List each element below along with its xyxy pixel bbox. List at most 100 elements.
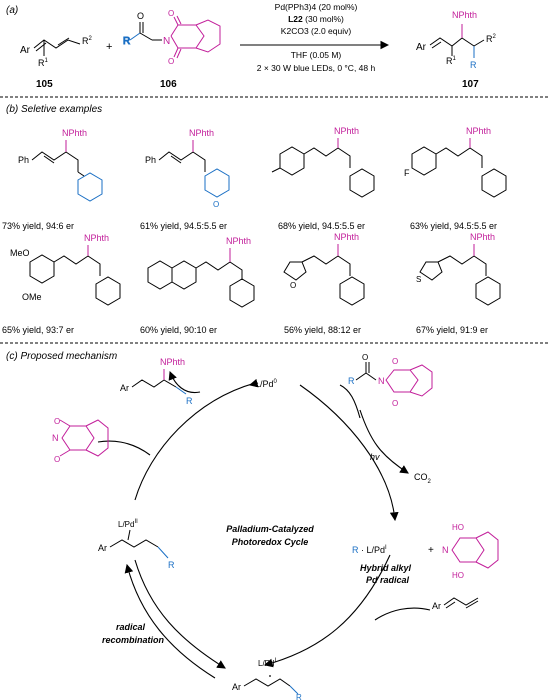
diene-reactant: Ar R1 R2 105 <box>20 36 93 90</box>
nhpi-byproduct: N HO HO <box>442 523 499 580</box>
r-label: R <box>186 396 193 406</box>
radical-rec-2: recombination <box>102 635 165 645</box>
substituent: Ph <box>145 155 156 165</box>
example-result: 60% yield, 90:10 er <box>140 325 217 335</box>
hv-co2-arrow <box>359 409 409 474</box>
ar-label: Ar <box>20 45 31 56</box>
phth-release-arrow <box>97 440 151 456</box>
o-label: O <box>137 11 144 21</box>
section-c: (c) Proposed mechanism Ar NPhth R L/Pd0 … <box>6 351 499 700</box>
incoming-diene: Ar <box>432 597 479 611</box>
cycle-nhpi-ester: R O N O O <box>348 353 433 408</box>
substituent: MeO <box>10 248 30 258</box>
phthalimide-anion: N O O <box>52 417 109 464</box>
hybrid-label-2: Pd radical <box>366 575 410 585</box>
example-7: O NPhth 56% yield, 88:12 er <box>283 232 365 335</box>
nphth-label: NPhth <box>160 357 185 367</box>
hybrid-label-1: Hybrid alkyl <box>360 563 412 573</box>
cond-base: K2CO3 (2.0 equiv) <box>281 26 352 36</box>
example-4: F NPhth 63% yield, 94.5:5.5 er <box>404 126 507 231</box>
pd0-species: L/Pd0 <box>255 379 278 389</box>
n-anion-label: N <box>52 433 59 443</box>
cycle-arrow-left-upper <box>134 382 256 501</box>
recombination-arrow-down <box>134 559 226 669</box>
recombination-arrow-up <box>124 563 216 679</box>
hv-label: hv <box>370 452 380 462</box>
nphth-label: NPhth <box>334 232 359 242</box>
example-result: 65% yield, 93:7 er <box>2 325 74 335</box>
radical-species: R · L/PdI <box>352 545 387 555</box>
cond-solvent: THF (0.05 M) <box>291 50 342 60</box>
r2-label: R2 <box>486 34 497 44</box>
section-b: (b) Seletive examples Ph NPhth 73% yield… <box>2 104 507 335</box>
nphth-label: NPhth <box>470 232 495 242</box>
compound-105-id: 105 <box>36 79 53 90</box>
r-label: R <box>296 693 302 700</box>
ar-label: Ar <box>120 383 129 393</box>
nphth-label: NPhth <box>452 10 477 20</box>
o-bottom: O <box>54 455 60 464</box>
r-label: R <box>123 36 130 47</box>
ho-top: HO <box>452 523 464 532</box>
center-title-1: Palladium-Catalyzed <box>226 524 314 534</box>
radical-rec-1: radical <box>116 622 146 632</box>
o-top: O <box>392 357 398 366</box>
pd2-species: L/PdII <box>118 519 138 529</box>
arrowhead <box>248 378 259 388</box>
o-top: O <box>54 417 60 426</box>
n-label: N <box>378 376 385 386</box>
o-bottom: O <box>168 57 174 66</box>
substituent: Ph <box>18 155 29 165</box>
co2-label: CO2 <box>414 472 432 485</box>
center-title-2: Photoredox Cycle <box>232 537 309 547</box>
pd1-species: L/PdI <box>258 658 276 668</box>
ar-label: Ar <box>416 42 427 53</box>
compound-106-id: 106 <box>160 79 177 90</box>
cond-ligand-line: L22 (30 mol%) <box>288 14 344 24</box>
o-label: O <box>362 353 368 362</box>
ar-label: Ar <box>98 543 107 553</box>
furan-o: O <box>290 281 296 290</box>
substituent: F <box>404 168 410 178</box>
example-result: 73% yield, 94:6 er <box>2 221 74 231</box>
n-label: N <box>163 36 170 47</box>
diene-input-arrow <box>374 607 431 621</box>
example-8: S NPhth 67% yield, 91:9 er <box>416 232 501 335</box>
example-5: MeO OMe NPhth 65% yield, 93:7 er <box>2 233 121 335</box>
o-top: O <box>168 9 174 18</box>
reaction-conditions: Pd(PPh3)4 (20 mol%) L22 (30 mol%) K2CO3 … <box>257 2 376 73</box>
n-label: N <box>442 545 449 555</box>
cycle-arrow-right <box>299 384 399 522</box>
compound-107-id: 107 <box>462 79 479 90</box>
r-label: R <box>168 560 175 570</box>
r1-label: R1 <box>446 56 457 66</box>
cycle-arrow-bottom <box>263 554 391 668</box>
hybrid-radical-species: R · L/PdI + Hybrid alkyl Pd radical <box>352 545 434 585</box>
r2-label: R2 <box>82 36 93 46</box>
example-result: 61% yield, 94.5:5.5 er <box>140 221 227 231</box>
pd1-allyl-complex: L/PdI Ar R <box>232 658 302 700</box>
example-3: NPhth 68% yield, 94.5:5.5 er <box>271 126 375 231</box>
ester-input-arrow <box>339 384 361 419</box>
section-b-label: (b) Seletive examples <box>6 104 102 115</box>
nphth-label: NPhth <box>62 128 87 138</box>
ar-label: Ar <box>432 601 441 611</box>
section-a-label: (a) <box>6 5 18 16</box>
example-result: 68% yield, 94.5:5.5 er <box>278 221 365 231</box>
cond-light: 2 × 30 W blue LEDs, 0 °C, 48 h <box>257 63 376 73</box>
r1-label: R1 <box>38 58 49 68</box>
cond-catalyst: Pd(PPh3)4 (20 mol%) <box>275 2 358 12</box>
nphth-label: NPhth <box>189 128 214 138</box>
r-label: R <box>470 60 477 70</box>
nphth-label: NPhth <box>466 126 491 136</box>
product-release-arrow <box>168 370 201 394</box>
ar-label: Ar <box>232 682 241 692</box>
example-6: NPhth 60% yield, 90:10 er <box>140 236 255 335</box>
nphth-label: NPhth <box>226 236 251 246</box>
nphth-label: NPhth <box>334 126 359 136</box>
substituent-2: OMe <box>22 292 42 302</box>
r-label: R <box>348 376 355 386</box>
o-bottom: O <box>392 399 398 408</box>
section-c-label: (c) Proposed mechanism <box>6 351 117 362</box>
plus-sign: + <box>106 41 112 53</box>
